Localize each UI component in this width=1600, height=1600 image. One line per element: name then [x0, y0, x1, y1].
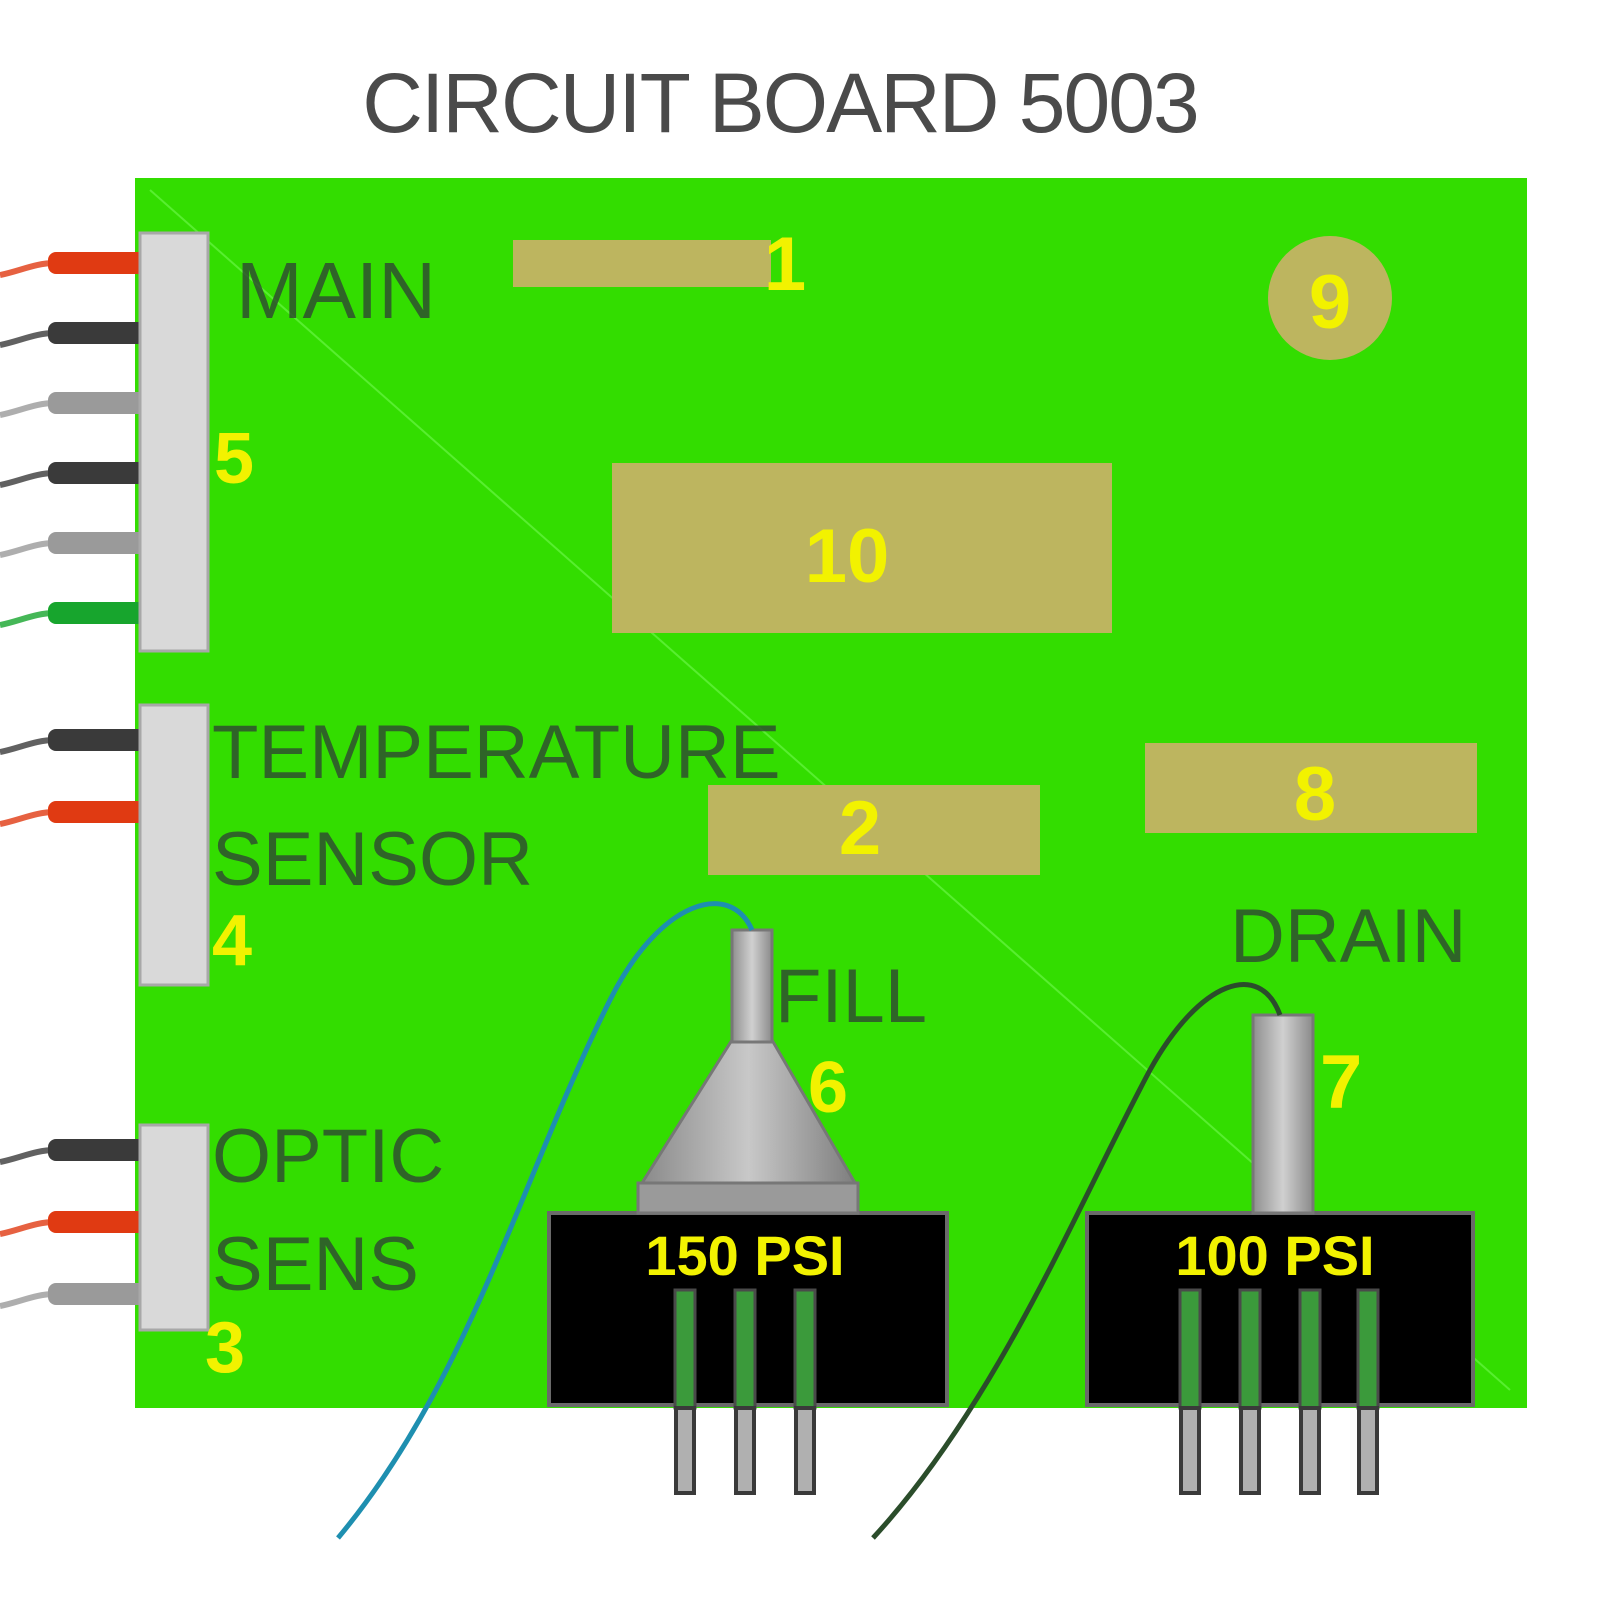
pad-10 [612, 463, 1112, 633]
optic-wire-3-lead [0, 1291, 56, 1309]
drain-sensor-pins [1178, 1288, 1380, 1495]
main-wire-5-lead [0, 540, 56, 558]
pad-8 [1145, 743, 1477, 833]
fill-pin-2 [733, 1288, 757, 1410]
temperature-wire-1-lead [0, 737, 56, 755]
temperature-sensor-number: 4 [212, 901, 252, 981]
drain-pin-2-leg [1239, 1406, 1261, 1495]
optic-wire-2-lead [0, 1219, 56, 1237]
fill-sensor-pins [673, 1288, 817, 1495]
drain-sensor-label: DRAIN [1230, 894, 1466, 979]
temperature-sensor-label-line1: TEMPERATURE [212, 710, 781, 795]
drain-pressure-sensor: 100 PSI DRAIN 7 [1085, 894, 1475, 1495]
fill-pin-3-leg [794, 1406, 816, 1495]
main-wire-2-lead [0, 330, 56, 348]
drain-pin-3-leg [1299, 1406, 1321, 1495]
temperature-sensor-label-line2: SENSOR [212, 817, 533, 902]
fill-sensor-port [730, 928, 774, 1044]
temperature-wire-2-lead [0, 809, 56, 827]
pad-2-number: 2 [839, 786, 881, 871]
diagram-title: CIRCUIT BOARD 5003 [362, 56, 1197, 150]
mount-hole-9-number: 9 [1309, 260, 1351, 345]
main-connector-number: 5 [214, 419, 254, 499]
fill-sensor-rating: 150 PSI [645, 1224, 844, 1287]
main-connector: MAIN 5 [0, 231, 436, 653]
drain-sensor-rating: 100 PSI [1175, 1224, 1374, 1287]
pad-1 [513, 240, 771, 287]
optic-sensor-number: 3 [205, 1308, 245, 1388]
pad-8-number: 8 [1294, 752, 1336, 837]
optic-sensor-label-line1: OPTIC [212, 1114, 444, 1199]
temperature-sensor-connector: TEMPERATURE SENSOR 4 [0, 703, 781, 987]
fill-pressure-sensor: 150 PSI FILL 6 [547, 928, 949, 1495]
fill-pin-1-leg [674, 1406, 696, 1495]
optic-wire-1-lead [0, 1147, 56, 1165]
drain-pin-1 [1178, 1288, 1202, 1410]
fill-pin-1 [673, 1288, 697, 1410]
main-wire-6-lead [0, 610, 56, 628]
drain-pin-4-leg [1357, 1406, 1379, 1495]
drain-pin-1-leg [1179, 1406, 1201, 1495]
optic-sensor-housing [138, 1123, 210, 1332]
main-wire-4-lead [0, 470, 56, 488]
fill-tube [336, 901, 755, 1540]
main-connector-housing [138, 231, 210, 653]
pad-1-number: 1 [764, 222, 806, 307]
mount-hole-9 [1268, 236, 1392, 360]
drain-sensor-port [1251, 1013, 1315, 1215]
drain-sensor-number: 7 [1320, 1040, 1362, 1125]
fill-pin-3 [793, 1288, 817, 1410]
fill-sensor-number: 6 [808, 1048, 848, 1128]
optic-sensor-label-line2: SENS [212, 1222, 419, 1307]
main-connector-label: MAIN [236, 246, 436, 335]
pad-2 [708, 785, 1040, 875]
temperature-sensor-housing [138, 703, 210, 987]
fill-sensor-label: FILL [775, 954, 927, 1039]
pad-10-number: 10 [805, 514, 890, 599]
drain-tube [871, 982, 1283, 1540]
drain-sensor-body [1085, 1211, 1475, 1407]
optic-sensor-connector: OPTIC SENS 3 [0, 1114, 444, 1388]
drain-pin-2 [1238, 1288, 1262, 1410]
main-wire-1-lead [0, 260, 56, 278]
fill-sensor-collar [636, 1181, 860, 1215]
drain-pin-3 [1298, 1288, 1322, 1410]
drain-pin-4 [1356, 1288, 1380, 1410]
main-wire-3-lead [0, 400, 56, 418]
fill-pin-2-leg [734, 1406, 756, 1495]
